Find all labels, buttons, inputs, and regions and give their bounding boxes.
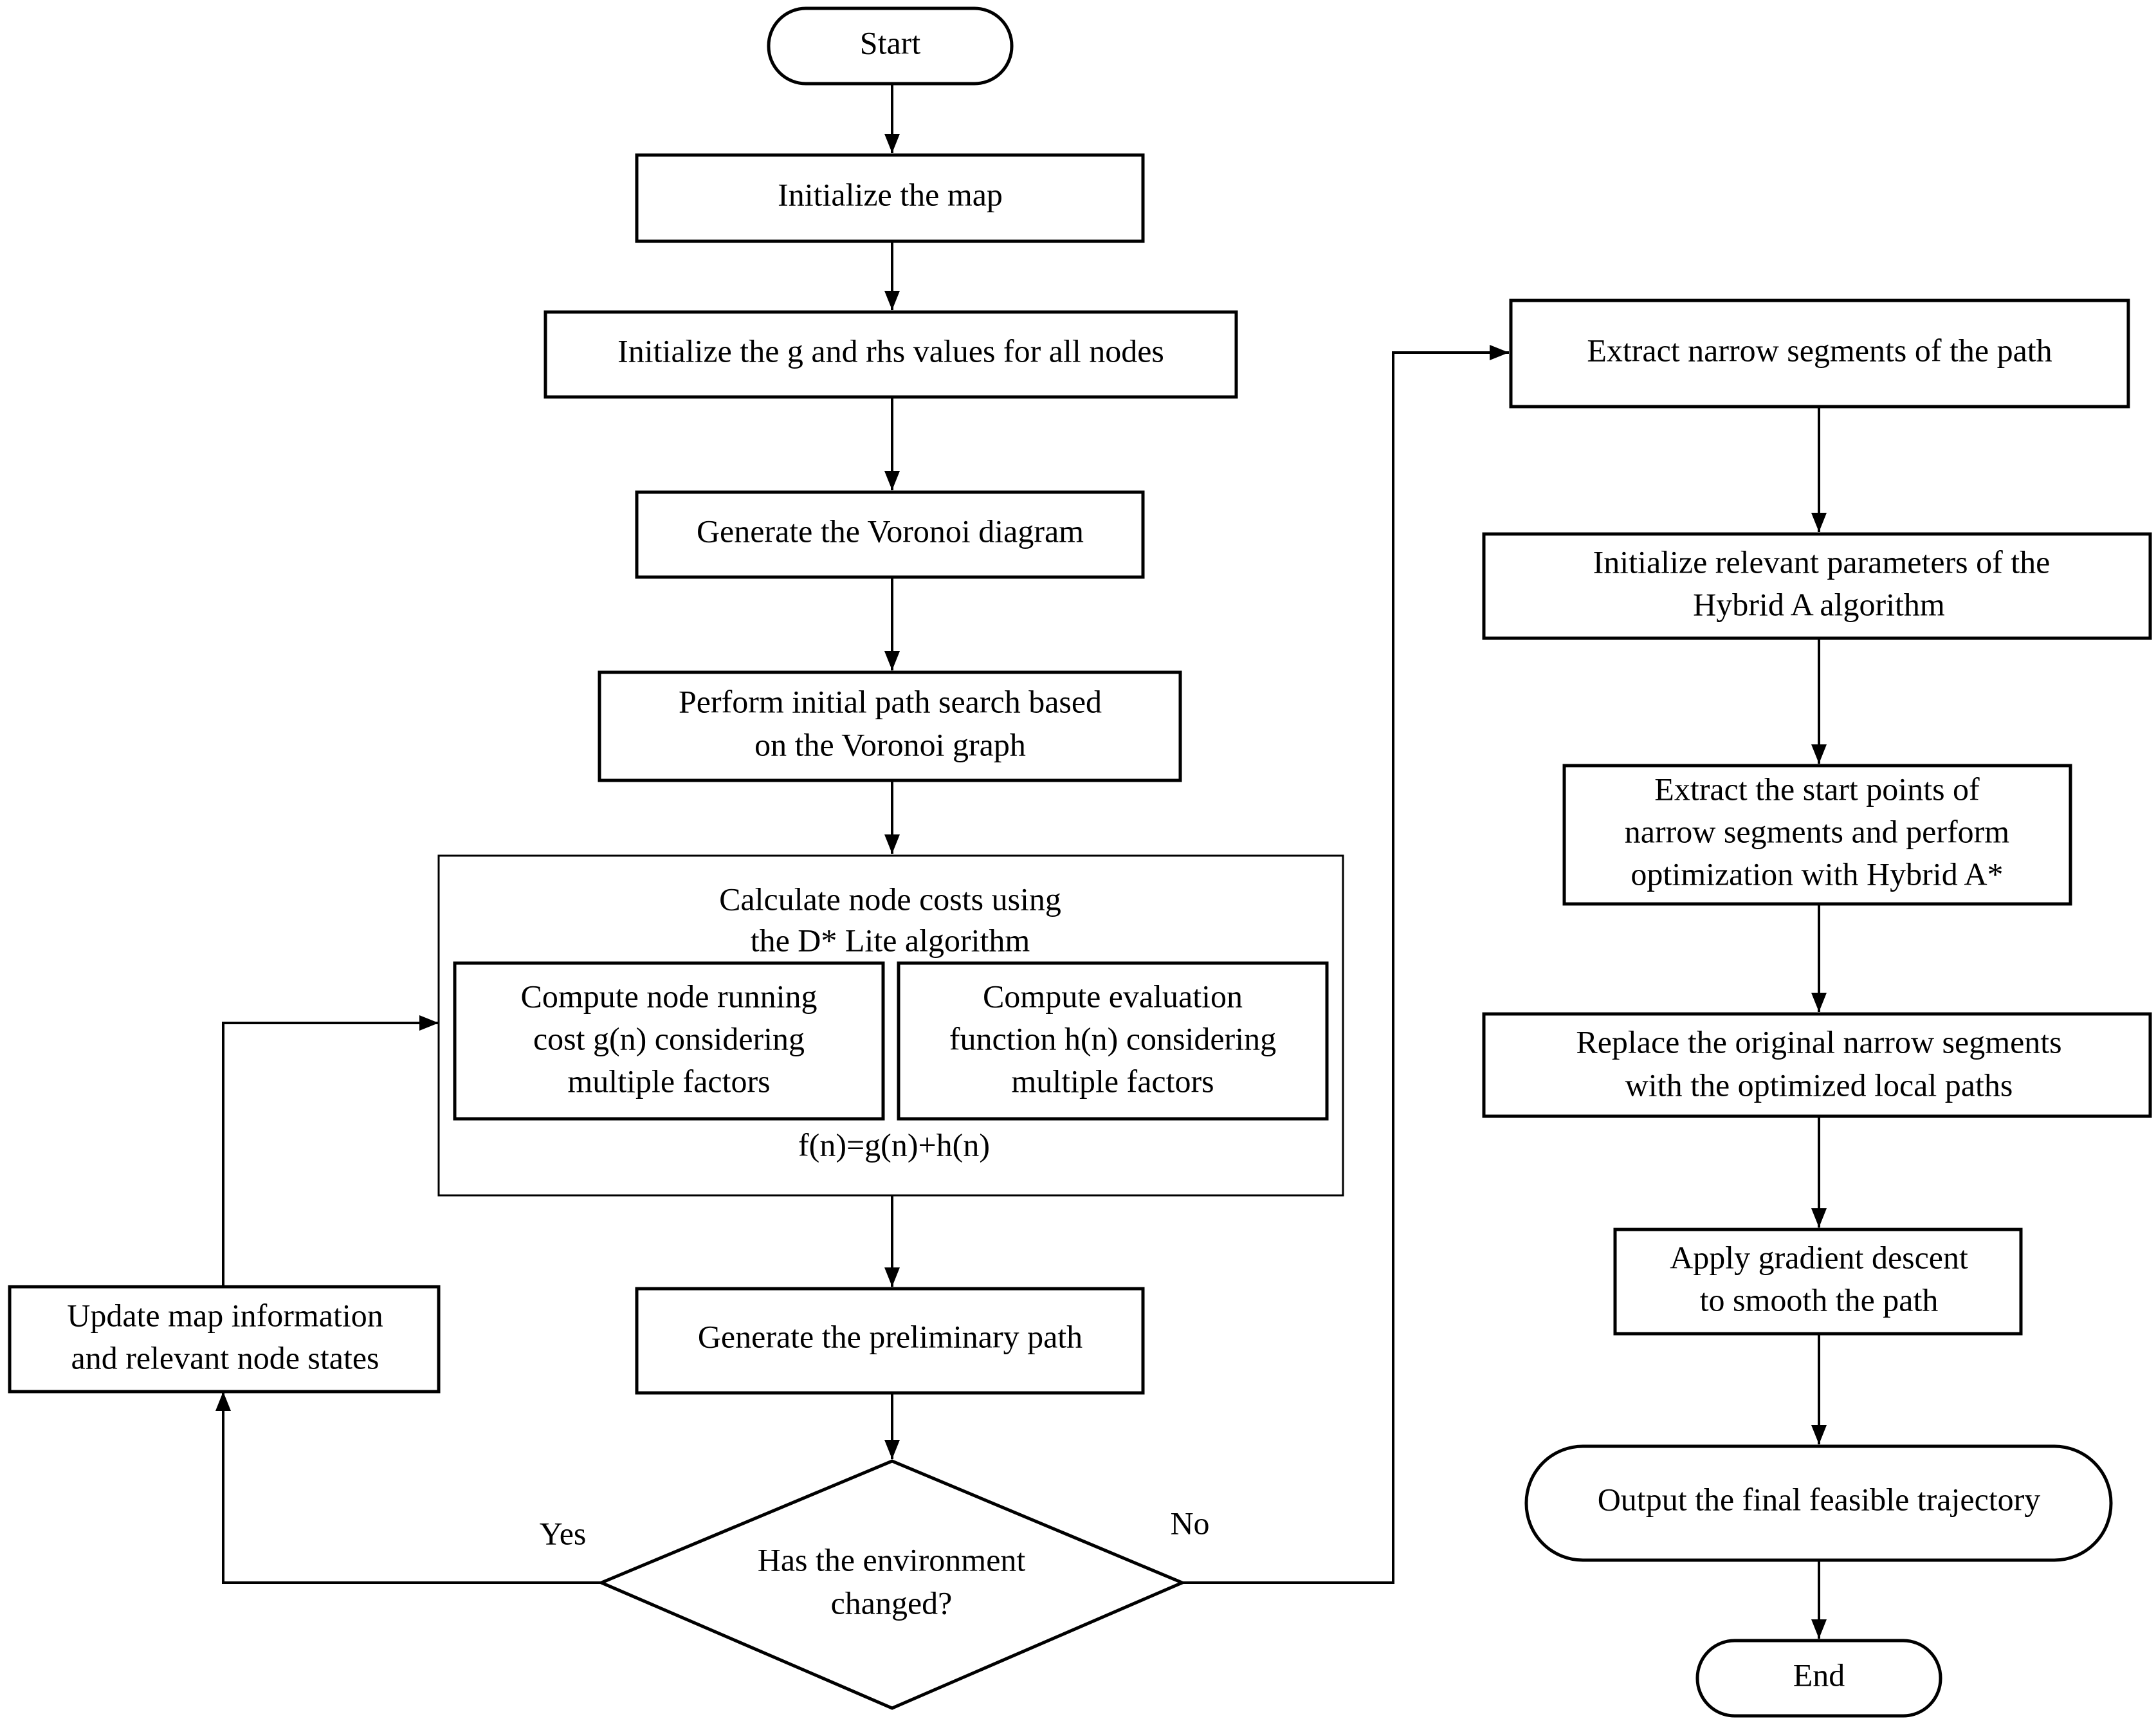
extract-narrow-box: [1509, 299, 2130, 409]
update-box: [8, 1285, 441, 1394]
update-line-2: and relevant node states: [71, 1339, 379, 1376]
preliminary-box: [635, 1287, 1145, 1395]
dstar-formula: f(n)=g(n)+h(n): [798, 1127, 990, 1163]
init-map-label: Initialize the map: [778, 176, 1003, 212]
gradient-node: Apply gradient descent to smooth the pat…: [1613, 1228, 2023, 1336]
extract-start-node: Extract the start points of narrow segme…: [1562, 764, 2072, 906]
initial-search-line-1: Perform initial path search based: [679, 683, 1102, 719]
g-cost-line-1: Compute node running: [520, 978, 817, 1014]
yes-label: Yes: [540, 1515, 587, 1551]
end-terminal: [1695, 1639, 1942, 1718]
voronoi-node: Generate the Voronoi diagram: [635, 490, 1145, 579]
hybrid-params-line-1: Initialize relevant parameters of the: [1593, 544, 2051, 580]
dstar-title-line-1: Calculate node costs using: [719, 881, 1061, 917]
g-cost-line-3: multiple factors: [567, 1063, 770, 1099]
replace-box: [1482, 1012, 2152, 1118]
update-node: Update map information and relevant node…: [8, 1285, 441, 1394]
extract-start-box: [1562, 764, 2072, 906]
edge-decision-no-to-extract-narrow: [1182, 345, 1509, 1584]
extract-narrow-label: Extract narrow segments of the path: [1587, 332, 2052, 368]
init-g-rhs-label: Initialize the g and rhs values for all …: [617, 333, 1164, 369]
start-node: Start: [767, 6, 1014, 86]
decision-diamond: [597, 1459, 1187, 1710]
end-label: End: [1793, 1657, 1845, 1693]
h-cost-line-2: function h(n) considering: [949, 1020, 1276, 1056]
decision-line-1: Has the environment: [758, 1542, 1026, 1578]
output-node: Output the final feasible trajectory: [1524, 1444, 2113, 1562]
hybrid-params-box: [1482, 532, 2152, 640]
init-g-rhs-box: [544, 310, 1238, 399]
voronoi-box: [635, 490, 1145, 579]
edge-decision-yes-to-update: [215, 1392, 601, 1584]
output-label: Output the final feasible trajectory: [1598, 1481, 2041, 1517]
decision-line-2: changed?: [831, 1585, 953, 1621]
init-map-node: Initialize the map: [635, 153, 1145, 243]
extract-narrow-node: Extract narrow segments of the path: [1509, 299, 2130, 409]
h-cost-line-3: multiple factors: [1011, 1063, 1214, 1099]
initial-search-node: Perform initial path search based on the…: [598, 670, 1182, 782]
extract-start-line-1: Extract the start points of: [1654, 771, 1980, 807]
end-node: End: [1695, 1639, 1942, 1718]
g-cost-box: [453, 961, 885, 1121]
gradient-box: [1613, 1228, 2023, 1336]
h-cost-box: [897, 961, 1329, 1121]
gradient-line-2: to smooth the path: [1700, 1282, 1939, 1318]
edge-update-to-dstar: [222, 1015, 439, 1287]
dstar-group: Calculate node costs using the D* Lite a…: [437, 854, 1344, 1197]
replace-node: Replace the original narrow segments wit…: [1482, 1012, 2152, 1118]
start-label: Start: [860, 24, 921, 60]
hybrid-params-line-2: Hybrid A algorithm: [1693, 586, 1945, 622]
hybrid-params-node: Initialize relevant parameters of the Hy…: [1482, 532, 2152, 640]
initial-search-box: [598, 670, 1182, 782]
initial-search-line-2: on the Voronoi graph: [754, 726, 1026, 762]
output-terminal: [1524, 1444, 2113, 1562]
extract-start-line-3: optimization with Hybrid A*: [1631, 856, 2003, 892]
voronoi-label: Generate the Voronoi diagram: [697, 513, 1084, 549]
decision-node: Has the environment changed?: [597, 1459, 1187, 1710]
preliminary-label: Generate the preliminary path: [698, 1318, 1083, 1354]
gradient-line-1: Apply gradient descent: [1670, 1239, 1968, 1275]
dstar-title-line-2: the D* Lite algorithm: [751, 922, 1030, 958]
start-terminal: [767, 6, 1014, 86]
no-label: No: [1170, 1505, 1209, 1541]
g-cost-line-2: cost g(n) considering: [533, 1020, 805, 1056]
replace-line-2: with the optimized local paths: [1625, 1067, 2013, 1103]
init-g-rhs-node: Initialize the g and rhs values for all …: [544, 310, 1238, 399]
replace-line-1: Replace the original narrow segments: [1576, 1024, 2061, 1060]
extract-start-line-2: narrow segments and perform: [1625, 813, 2010, 849]
init-map-box: [635, 153, 1145, 243]
update-line-1: Update map information: [67, 1297, 383, 1333]
connectors: [215, 84, 1827, 1639]
h-cost-line-1: Compute evaluation: [983, 978, 1243, 1014]
preliminary-node: Generate the preliminary path: [635, 1287, 1145, 1395]
